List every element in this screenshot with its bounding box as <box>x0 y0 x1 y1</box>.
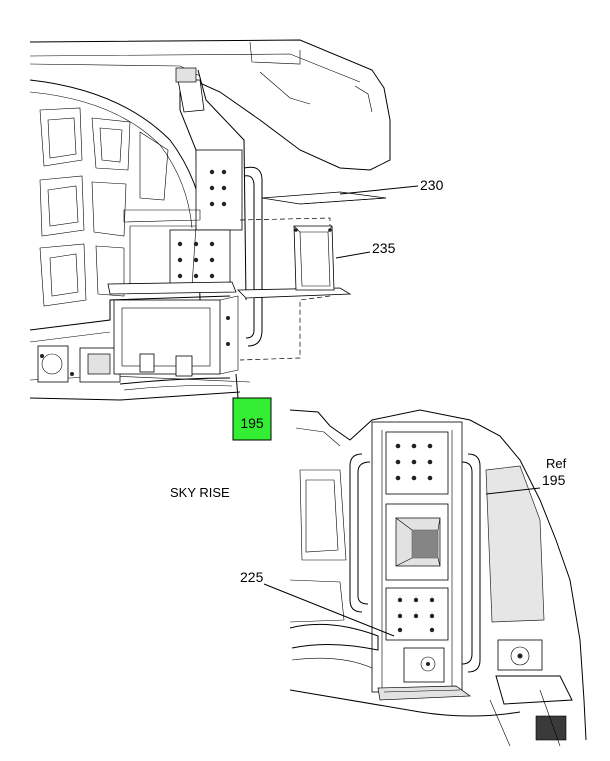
callout-235: 235 <box>372 240 396 256</box>
detail-view-illustration <box>289 409 587 747</box>
caption-sky-rise: SKY RISE <box>170 485 230 500</box>
callout-225: 225 <box>240 569 264 585</box>
part-230-panel <box>261 191 387 205</box>
leader-230 <box>339 185 419 195</box>
callout-195-ref: 195 <box>542 472 566 488</box>
leader-225 <box>263 583 395 637</box>
callout-230: 230 <box>420 177 444 193</box>
callout-195-ref-label: Ref <box>546 456 567 471</box>
part-235-bracket <box>293 225 335 291</box>
leader-235 <box>335 251 371 259</box>
leader-ref-195 <box>485 487 541 495</box>
callout-195-highlight: 195 <box>240 415 264 431</box>
top-view-illustration <box>29 39 391 401</box>
callout-195-highlight-box[interactable] <box>232 397 272 441</box>
